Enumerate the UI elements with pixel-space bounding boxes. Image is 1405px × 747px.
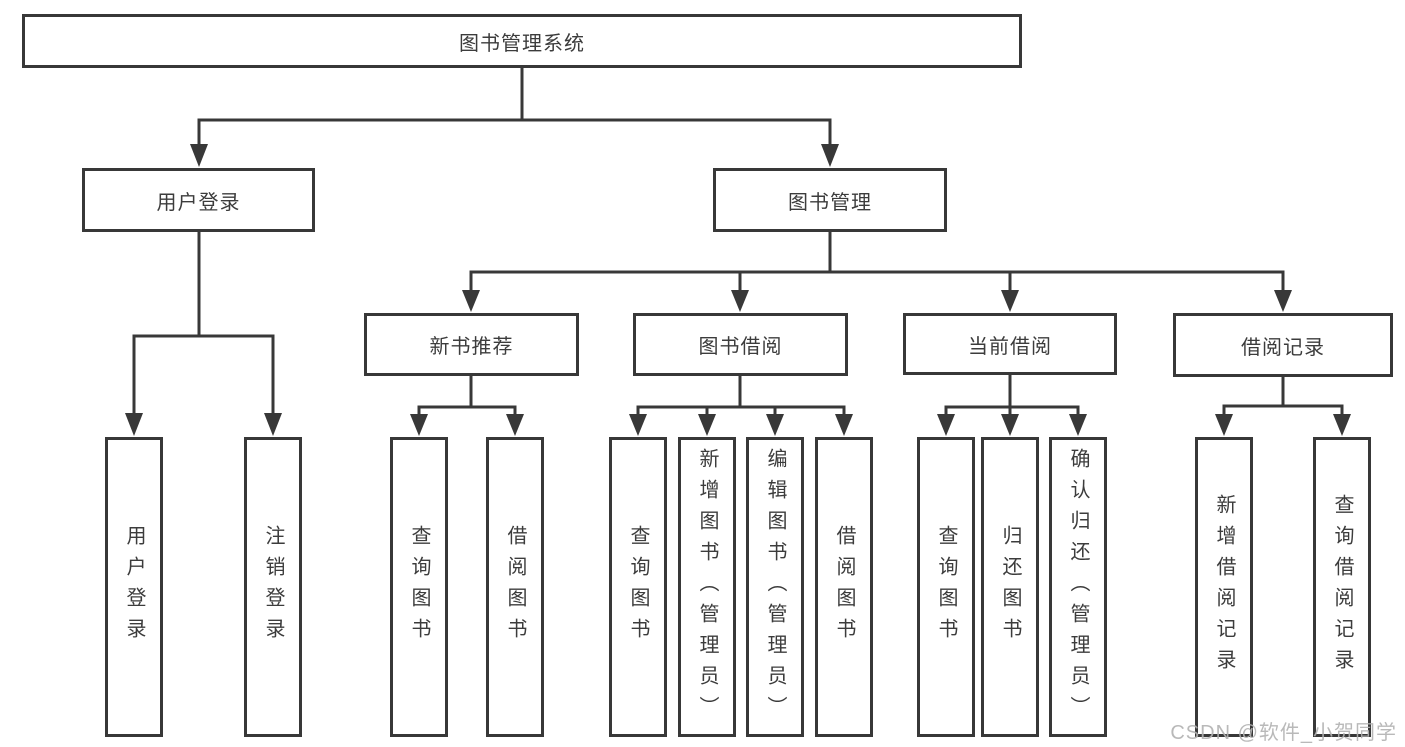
node-borrow-records: 借阅记录: [1173, 313, 1393, 377]
leaf-label: 查询借阅记录: [1331, 494, 1353, 680]
leaf-user-login: 用户登录: [105, 437, 163, 737]
leaf-label: 新增借阅记录: [1213, 494, 1235, 680]
leaf-borrowing-query-books: 查询图书: [609, 437, 667, 737]
leaf-label: 用户登录: [123, 525, 145, 649]
node-root: 图书管理系统: [22, 14, 1022, 68]
node-book-management: 图书管理: [713, 168, 947, 232]
leaf-label: 确认归还（管理员）: [1067, 447, 1089, 727]
leaf-current-query-books: 查询图书: [917, 437, 975, 737]
leaf-borrowing-borrow-books: 借阅图书: [815, 437, 873, 737]
node-current-borrowing: 当前借阅: [903, 313, 1117, 375]
leaf-label: 注销登录: [262, 525, 284, 649]
leaf-label: 查询图书: [627, 525, 649, 649]
leaf-label: 借阅图书: [833, 525, 855, 649]
node-new-book-recommend: 新书推荐: [364, 313, 579, 376]
leaf-records-query-borrow-record: 查询借阅记录: [1313, 437, 1371, 737]
leaf-label: 查询图书: [408, 525, 430, 649]
leaf-current-return-books: 归还图书: [981, 437, 1039, 737]
node-user-login: 用户登录: [82, 168, 315, 232]
leaf-records-add-borrow-record: 新增借阅记录: [1195, 437, 1253, 737]
leaf-borrowing-add-books-admin: 新增图书（管理员）: [678, 437, 736, 737]
leaf-label: 查询图书: [935, 525, 957, 649]
leaf-recommend-query-books: 查询图书: [390, 437, 448, 737]
leaf-logout: 注销登录: [244, 437, 302, 737]
leaf-borrowing-edit-books-admin: 编辑图书（管理员）: [746, 437, 804, 737]
leaf-label: 新增图书（管理员）: [696, 447, 718, 727]
leaf-label: 借阅图书: [504, 525, 526, 649]
leaf-label: 编辑图书（管理员）: [764, 447, 786, 727]
leaf-current-confirm-return-admin: 确认归还（管理员）: [1049, 437, 1107, 737]
csdn-watermark: CSDN @软件_小贺同学: [1170, 722, 1397, 744]
leaf-label: 归还图书: [999, 525, 1021, 649]
leaf-recommend-borrow-books: 借阅图书: [486, 437, 544, 737]
node-book-borrowing: 图书借阅: [633, 313, 848, 376]
